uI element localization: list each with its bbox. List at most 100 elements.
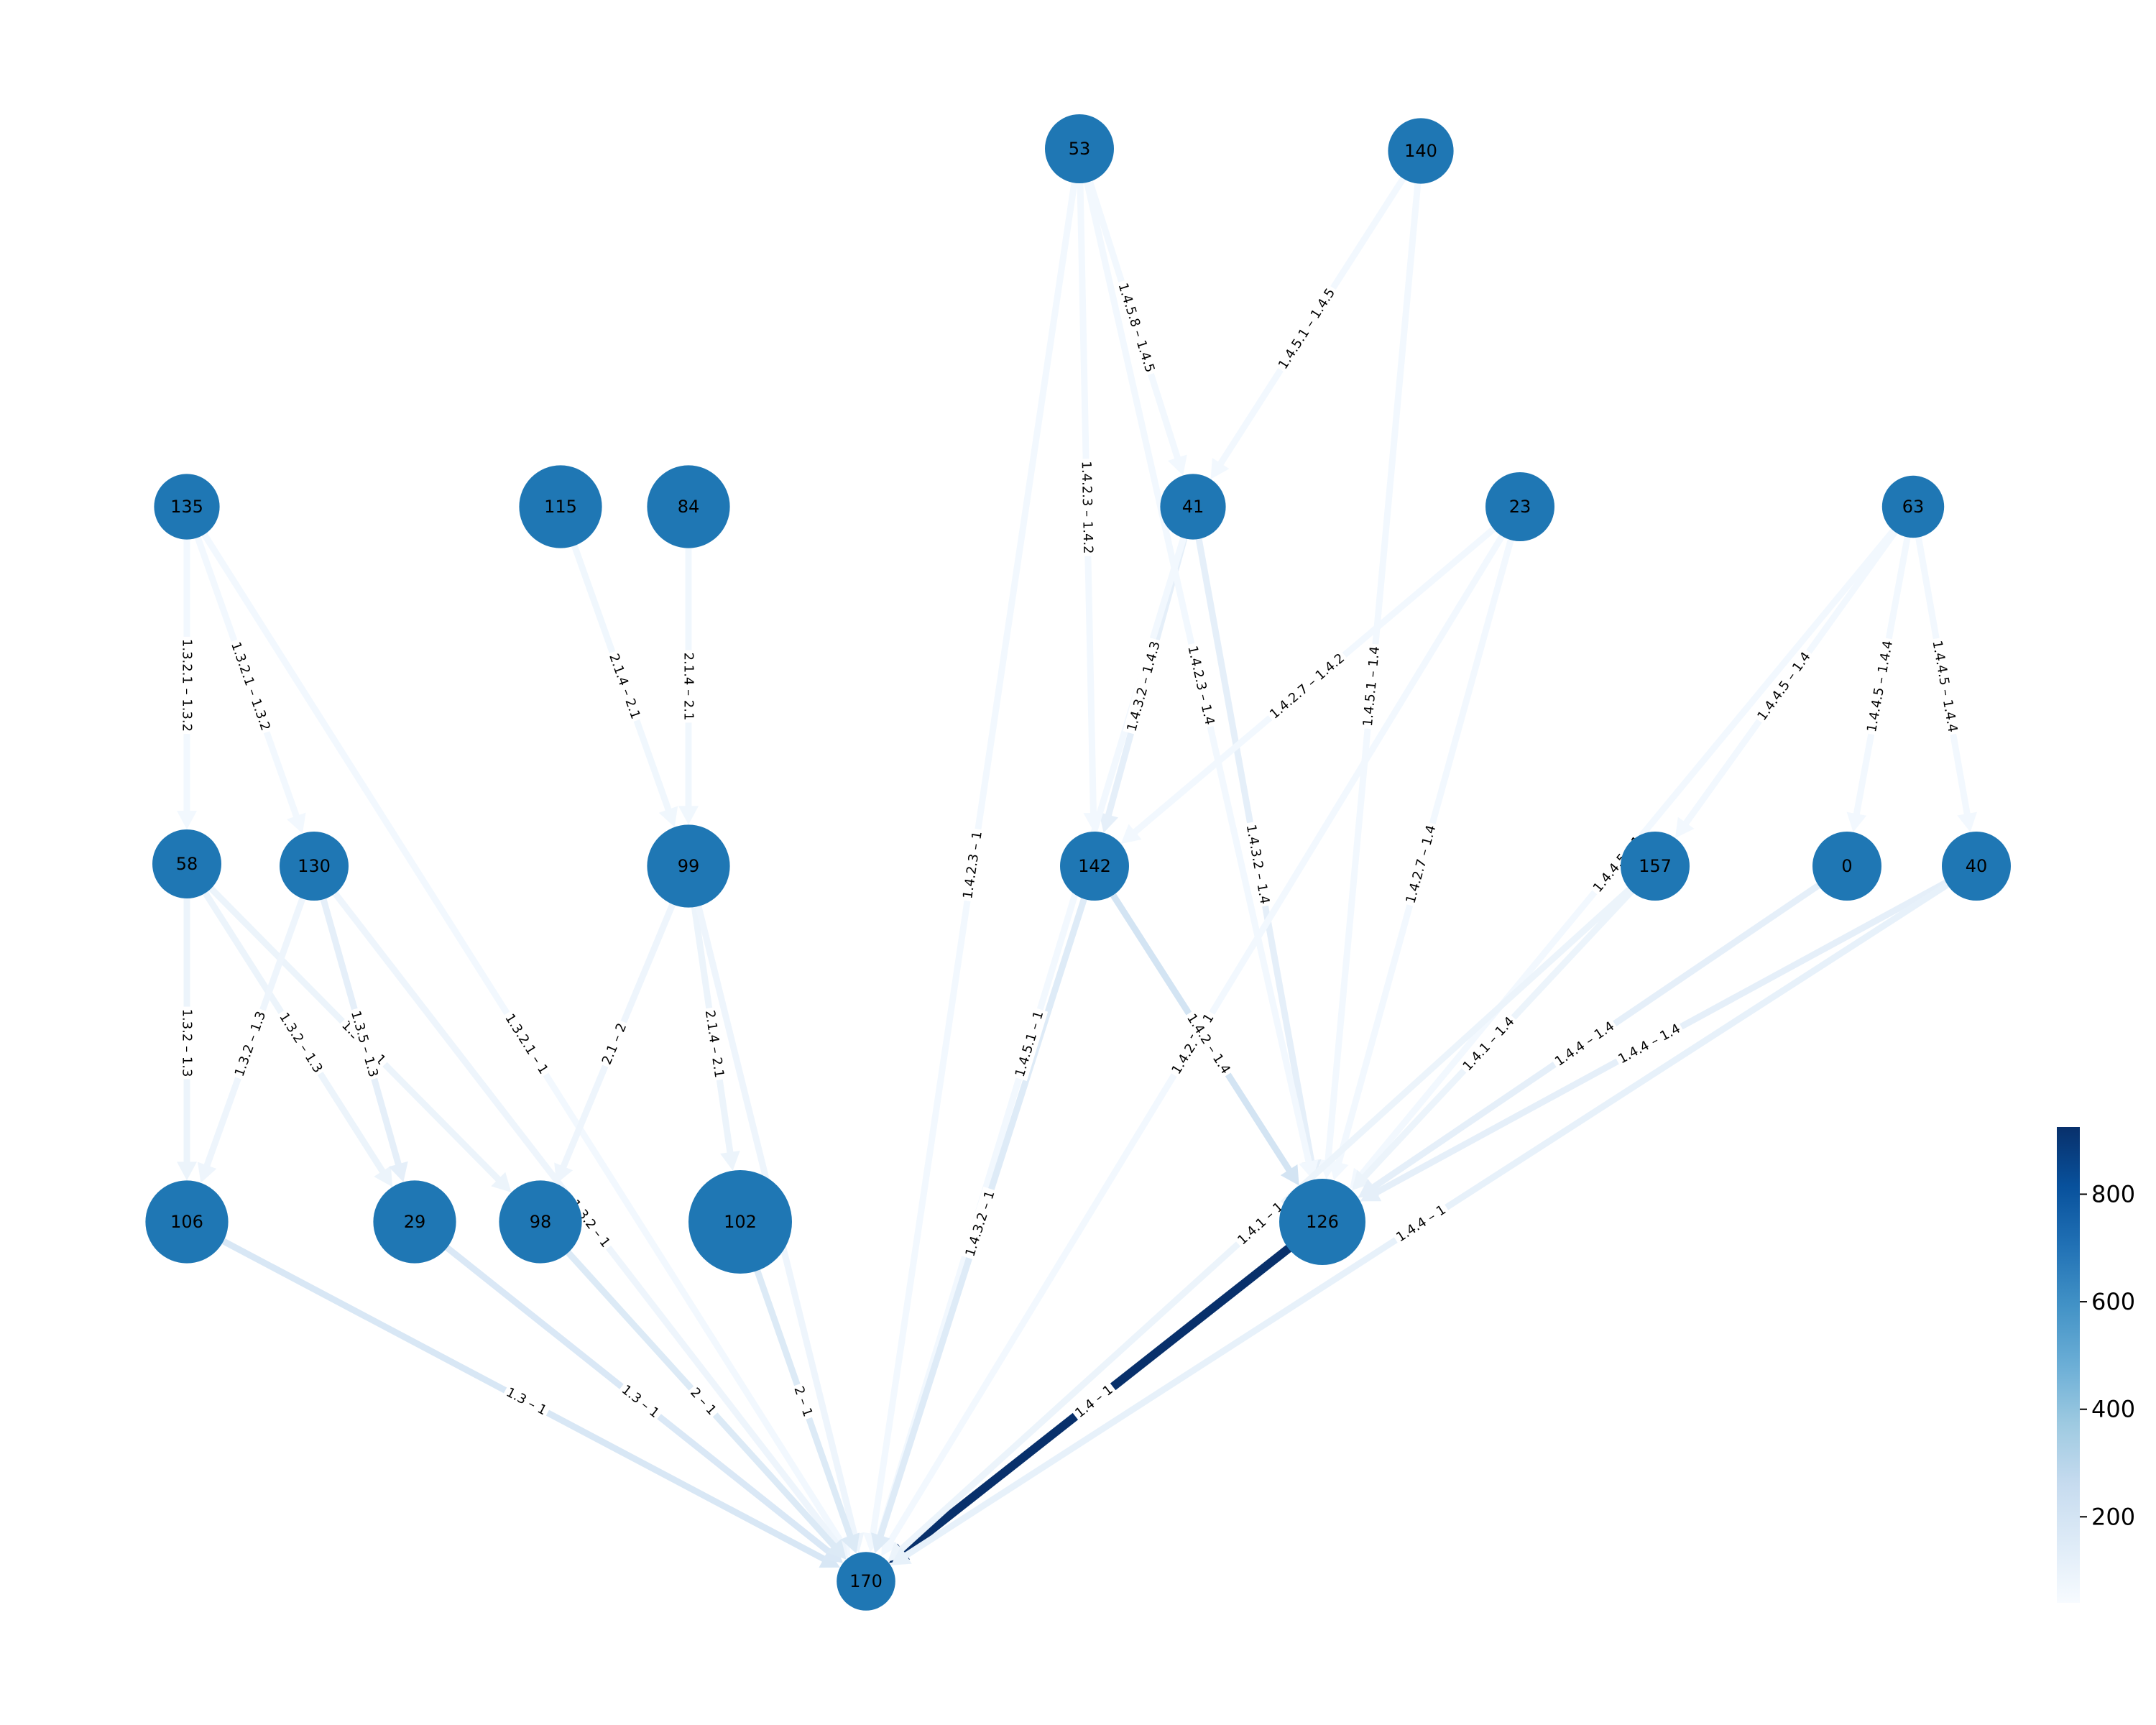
node-63[interactable]: 63 — [1881, 475, 1945, 538]
edge-label-text: 2.1 – 2 — [599, 1021, 630, 1067]
edge-label-background — [1273, 283, 1340, 374]
edge-label-background — [1113, 279, 1159, 377]
edge-label: 1.4.4 – 1 — [1391, 1200, 1451, 1247]
node-label: 157 — [1639, 856, 1672, 876]
edge-label: 1.4.4.5 – 1.4.4 — [1927, 637, 1962, 736]
node-circle — [688, 1170, 792, 1274]
edge-arrowhead — [177, 1162, 197, 1181]
edge-label-text: 1.3.2.1 – 1 — [502, 1011, 550, 1077]
edge-label-background — [959, 827, 987, 903]
node-115[interactable]: 115 — [519, 465, 602, 548]
colorbar-tick-label: 400 — [2091, 1396, 2135, 1423]
node-99[interactable]: 99 — [647, 824, 730, 908]
node-circle — [837, 1552, 895, 1611]
edge-label-background — [346, 1006, 382, 1082]
edge-label: 1.3.2.1 – 1.3.2 — [226, 638, 275, 735]
edge-label-text: 1.4.5.1 – 1 — [1013, 1009, 1047, 1079]
edge-label-background — [1401, 821, 1441, 908]
node-23[interactable]: 23 — [1485, 472, 1554, 541]
node-170[interactable]: 170 — [837, 1552, 895, 1611]
edge-label-text: 1.3.2.1 – 1.3.2 — [180, 639, 195, 732]
edge-arrowhead — [890, 1547, 912, 1565]
edge-29-170 — [411, 1218, 832, 1555]
node-circle — [373, 1180, 456, 1264]
edge-126-170 — [899, 1218, 1327, 1556]
edge-label-background — [1264, 648, 1350, 724]
edge-label-background — [1359, 643, 1384, 730]
node-circle — [1881, 475, 1945, 538]
edge-label-background — [1613, 1019, 1685, 1069]
edge-label-background — [1183, 642, 1219, 729]
node-0[interactable]: 0 — [1812, 832, 1881, 901]
edge-102-170 — [737, 1218, 854, 1540]
edge-label-text: 1.4.3.2 – 1 — [963, 1189, 998, 1259]
node-142[interactable]: 142 — [1060, 832, 1129, 901]
node-41[interactable]: 41 — [1160, 474, 1226, 540]
edge-label: 1.4.5.1 – 1 — [1010, 1006, 1049, 1082]
edge-arrowhead — [1168, 454, 1187, 476]
node-126[interactable]: 126 — [1279, 1179, 1365, 1265]
node-130[interactable]: 130 — [280, 832, 349, 901]
edge-label-text: 1.4.2.3 – 1.4 — [1184, 645, 1217, 727]
node-label: 142 — [1078, 856, 1111, 876]
node-58[interactable]: 58 — [152, 829, 221, 898]
edge-label-text: 1.4.2.7 – 1.4.2 — [1267, 650, 1348, 722]
edge-label-text: 1.4.4 – 1 — [1393, 1202, 1449, 1246]
edge-label-background — [1391, 1200, 1451, 1247]
node-98[interactable]: 98 — [499, 1180, 582, 1264]
edge-label-text: 2.1.4 – 2.1 — [702, 1009, 727, 1079]
node-label: 106 — [170, 1212, 203, 1232]
node-102[interactable]: 102 — [688, 1170, 792, 1274]
node-84[interactable]: 84 — [647, 465, 730, 548]
edge-label-background — [230, 1007, 271, 1081]
node-label: 126 — [1306, 1212, 1339, 1232]
node-106[interactable]: 106 — [145, 1180, 229, 1264]
edge-label: 1.4.2.3 – 1 — [959, 827, 987, 903]
edge-arrowhead — [678, 806, 699, 825]
node-label: 130 — [298, 856, 331, 876]
node-circle — [519, 465, 602, 548]
edge-label: 1.3 – 1 — [501, 1383, 552, 1420]
edge-arrowhead — [287, 812, 306, 834]
edge-99-98 — [560, 862, 692, 1170]
node-circle — [499, 1180, 582, 1264]
edge-label: 1.4.3.2 – 1.4.3 — [1123, 637, 1165, 736]
edge-label-background — [1010, 1006, 1049, 1082]
edge-label: 1.3.5 – 1.3 — [346, 1006, 382, 1082]
node-140[interactable]: 140 — [1388, 118, 1454, 184]
edge-label: 1.4.2.7 – 1.4 — [1401, 821, 1441, 908]
node-53[interactable]: 53 — [1045, 114, 1114, 183]
edge-arrowhead — [826, 1539, 847, 1560]
node-label: 41 — [1182, 497, 1204, 517]
edge-label: 1.4.5.1 – 1.4 — [1359, 643, 1384, 730]
node-label: 40 — [1966, 856, 1988, 876]
edge-label: 1.4.2.3 – 1.4 — [1183, 642, 1219, 729]
node-40[interactable]: 40 — [1942, 832, 2011, 901]
edge-98-170 — [537, 1218, 837, 1549]
edge-label-background — [1863, 637, 1897, 736]
edge-arrowhead — [1957, 811, 1977, 832]
edge-label-background — [1927, 637, 1962, 736]
edge-label-background — [178, 1006, 195, 1080]
edge-label: 2.1 – 2 — [597, 1018, 632, 1070]
edge-label-text: 1.3 – 1 — [504, 1385, 549, 1419]
colorbar-gradient — [2057, 1127, 2080, 1603]
edge-arrowhead — [177, 811, 197, 829]
edge-label-background — [274, 1008, 328, 1078]
node-circle — [152, 829, 221, 898]
node-135[interactable]: 135 — [154, 474, 220, 540]
edge-label: 2.1.4 – 2.1 — [604, 649, 645, 724]
edge-arrowhead — [1120, 824, 1142, 845]
edge-arrowhead — [554, 1162, 573, 1184]
node-29[interactable]: 29 — [373, 1180, 456, 1264]
edge-label-background — [178, 636, 195, 735]
edge-label-background — [701, 1006, 728, 1082]
node-157[interactable]: 157 — [1621, 832, 1690, 901]
node-label: 98 — [530, 1212, 552, 1232]
edge-arrowhead — [388, 1161, 408, 1182]
edge-label-text: 1.3.2 – 1.3 — [276, 1010, 326, 1075]
node-circle — [1160, 474, 1226, 540]
node-label: 58 — [176, 854, 198, 874]
